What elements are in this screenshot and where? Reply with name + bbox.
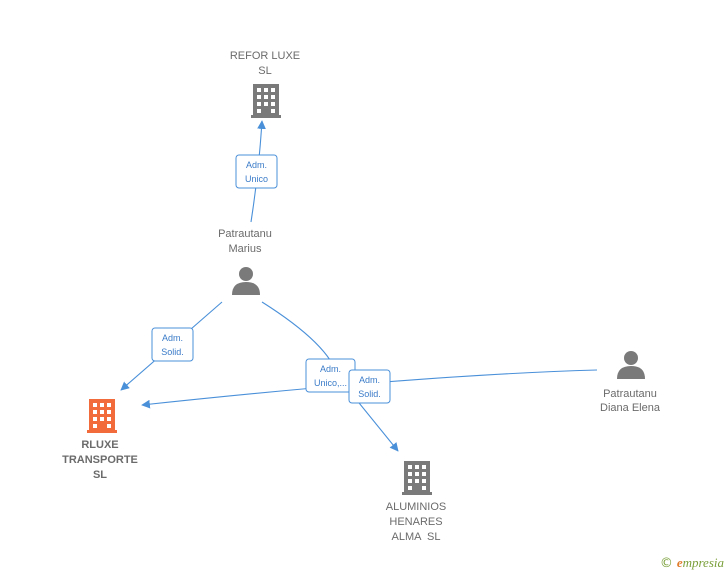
node-patrautanu-marius[interactable]: Patrautanu Marius — [218, 228, 272, 295]
node-refor-luxe[interactable]: REFOR LUXE SL — [230, 50, 300, 118]
svg-text:Marius: Marius — [228, 243, 262, 255]
svg-text:Solid.: Solid. — [358, 389, 381, 399]
svg-text:HENARES: HENARES — [389, 516, 442, 528]
svg-text:RLUXE: RLUXE — [81, 439, 118, 451]
svg-text:Unico,...: Unico,... — [314, 378, 347, 388]
svg-text:TRANSPORTE: TRANSPORTE — [62, 454, 138, 466]
edge-diana-rluxe — [141, 369, 598, 409]
svg-text:Patrautanu: Patrautanu — [603, 388, 657, 400]
svg-text:Unico: Unico — [245, 174, 268, 184]
svg-text:SL: SL — [258, 65, 271, 77]
copyright-icon: © — [659, 556, 673, 571]
svg-text:ALUMINIOS: ALUMINIOS — [386, 501, 447, 513]
brand-logo-letter: e — [676, 555, 683, 570]
brand-logo-text: mpresia — [682, 555, 724, 570]
svg-text:Diana Elena: Diana Elena — [600, 402, 661, 414]
node-patrautanu-diana[interactable]: Patrautanu Diana Elena — [600, 351, 661, 414]
person-icon — [232, 267, 260, 295]
node-aluminios-henares[interactable]: ALUMINIOS HENARES ALMA SL — [386, 461, 447, 543]
building-icon — [251, 84, 281, 118]
svg-text:REFOR LUXE: REFOR LUXE — [230, 50, 300, 62]
svg-text:Adm.: Adm. — [162, 333, 183, 343]
svg-text:Adm.: Adm. — [246, 160, 267, 170]
svg-text:Patrautanu: Patrautanu — [218, 228, 272, 240]
building-icon — [87, 399, 117, 433]
svg-text:Adm.: Adm. — [320, 364, 341, 374]
person-icon — [617, 351, 645, 379]
building-icon — [402, 461, 432, 495]
svg-text:Adm.: Adm. — [359, 375, 380, 385]
node-rluxe-transporte[interactable]: RLUXE TRANSPORTE SL — [62, 399, 138, 481]
svg-text:Solid.: Solid. — [161, 347, 184, 357]
edge-label-diana-rluxe[interactable]: Adm. Solid. — [348, 369, 391, 404]
empresia-watermark: ©empresia — [660, 555, 724, 571]
svg-text:ALMA SL: ALMA SL — [392, 531, 441, 543]
svg-text:SL: SL — [93, 469, 107, 481]
edge-label-marius-aluminios[interactable]: Adm. Unico,... — [305, 358, 356, 393]
edge-label-marius-refor[interactable]: Adm. Unico — [235, 154, 278, 189]
edge-label-marius-rluxe[interactable]: Adm. Solid. — [151, 327, 194, 362]
